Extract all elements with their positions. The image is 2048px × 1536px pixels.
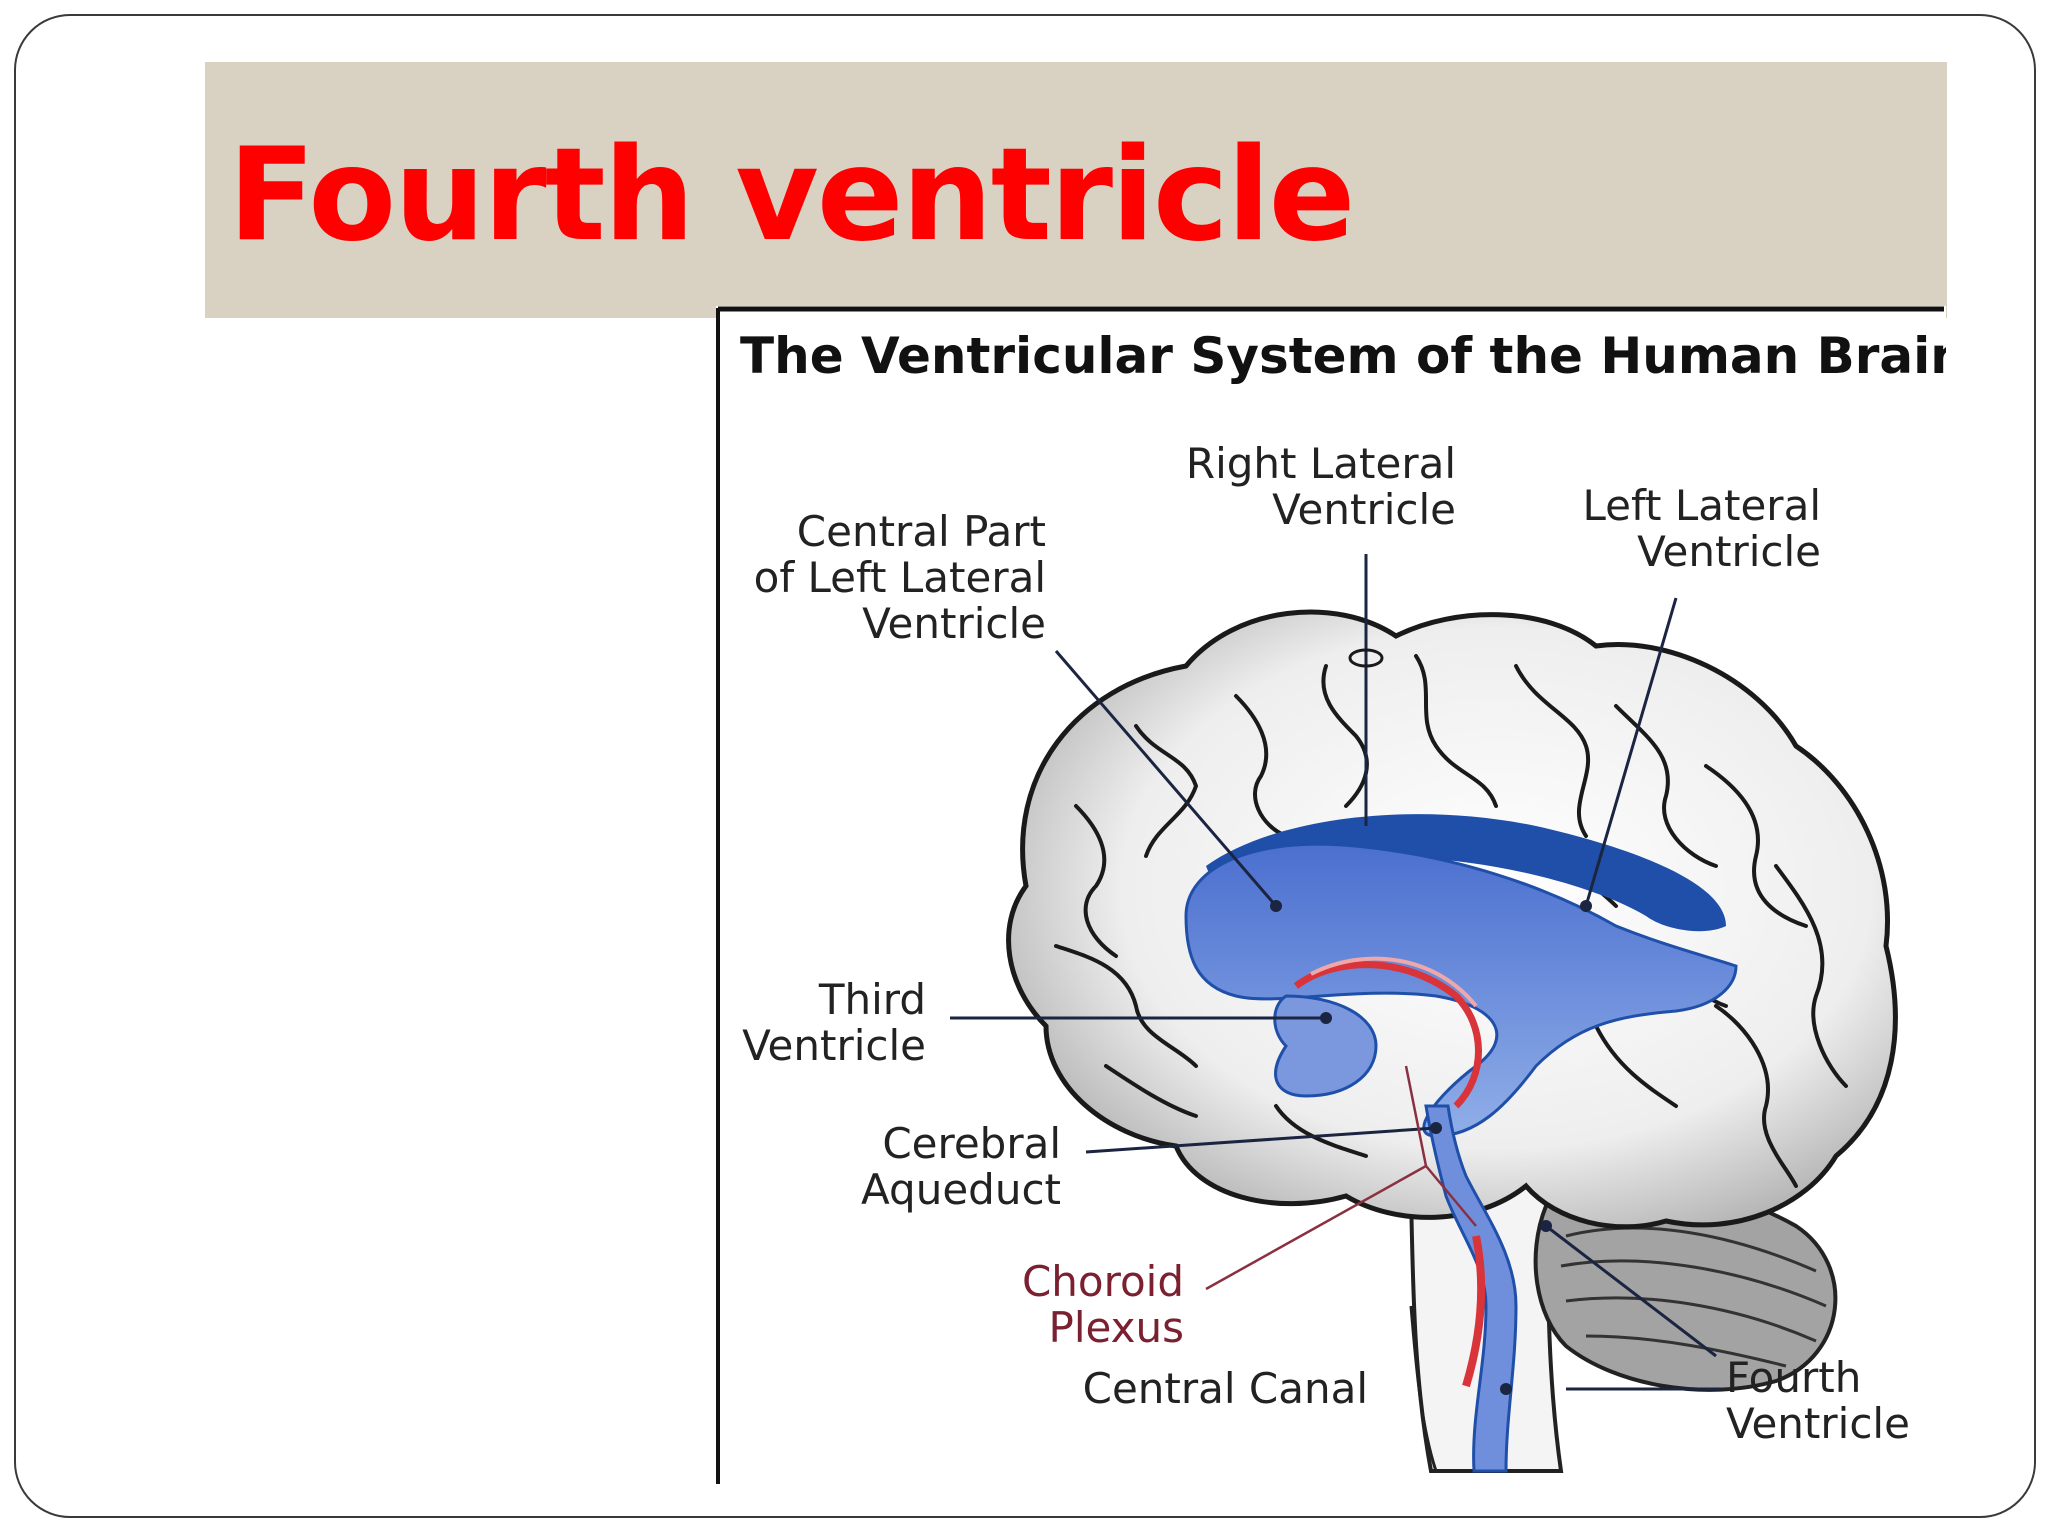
choroid-plexus-curve bbox=[1293, 961, 1482, 1109]
label-left-lateral-line2: Ventricle bbox=[1637, 527, 1821, 576]
label-choroid-line2: Plexus bbox=[1049, 1303, 1184, 1352]
ventricular-system bbox=[1184, 814, 1738, 1473]
leader-lines bbox=[950, 554, 1721, 1391]
diagram-title: The Ventricular System of the Human Brai… bbox=[740, 327, 1946, 385]
label-third-line2: Ventricle bbox=[742, 1021, 926, 1070]
label-aqueduct-line2: Aqueduct bbox=[861, 1165, 1061, 1214]
label-left-lateral-line1: Left Lateral bbox=[1583, 481, 1822, 530]
title-band: Fourth ventricle bbox=[205, 62, 1947, 318]
choroid-plexus-fourth bbox=[1462, 1235, 1486, 1388]
label-central-part-line2: of Left Lateral bbox=[754, 553, 1046, 602]
ventricular-system-figure: The Ventricular System of the Human Brai… bbox=[716, 306, 1946, 1486]
diagram-labels: Central Part of Left Lateral Ventricle R… bbox=[742, 439, 1910, 1448]
label-right-lateral-line2: Ventricle bbox=[1272, 485, 1456, 534]
label-central-part-line3: Ventricle bbox=[862, 599, 1046, 648]
third-ventricle-shape bbox=[1273, 994, 1378, 1098]
label-choroid-line1: Choroid bbox=[1022, 1257, 1184, 1306]
label-central-canal: Central Canal bbox=[1083, 1364, 1368, 1413]
leader-dots bbox=[1270, 900, 1592, 1395]
label-fourth-line1: Fourth bbox=[1726, 1353, 1861, 1402]
slide-title: Fourth ventricle bbox=[228, 121, 1355, 270]
aqueduct-canal-shape bbox=[1424, 1104, 1518, 1473]
label-fourth-line2: Ventricle bbox=[1726, 1399, 1910, 1448]
label-third-line1: Third bbox=[818, 975, 926, 1024]
brain-diagram: The Ventricular System of the Human Brai… bbox=[716, 306, 1946, 1484]
label-right-lateral-line1: Right Lateral bbox=[1186, 439, 1456, 488]
label-central-part-line1: Central Part bbox=[797, 507, 1046, 556]
choroid-leader-lines bbox=[1205, 1065, 1477, 1291]
label-aqueduct-line1: Cerebral bbox=[882, 1119, 1061, 1168]
